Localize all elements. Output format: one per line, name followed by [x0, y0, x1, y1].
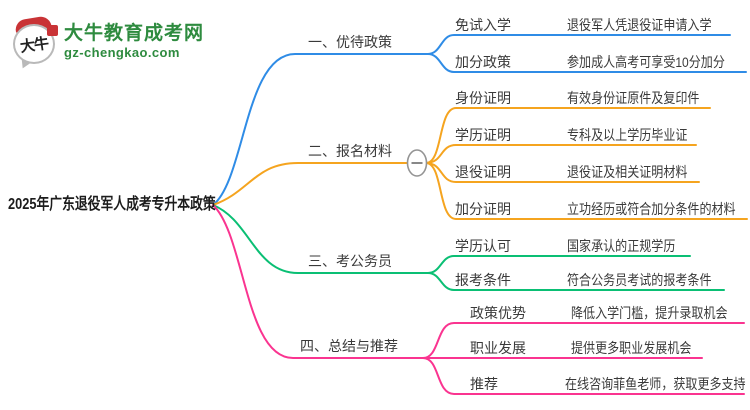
branch-2-connector: [212, 162, 408, 206]
leaf-value-node[interactable]: 专科及以上学历毕业证: [567, 126, 707, 144]
leaf-value-text: 退役军人凭退役证申请入学: [567, 17, 712, 33]
leaf-key-node[interactable]: 身份证明: [455, 90, 511, 106]
branch-4-child-3-connector: [422, 357, 745, 395]
leaf-key-node[interactable]: 退役证明: [455, 164, 511, 180]
branch-1-node[interactable]: 一、优待政策: [308, 34, 392, 50]
brand-domain: gz-chengkao.com: [64, 45, 180, 60]
branch-2-child-1-connector: [425, 107, 711, 164]
branch-2-child-2-connector: [425, 144, 697, 164]
logo-mark-text: 大牛: [19, 34, 50, 56]
root-node[interactable]: 2025年广东退役军人成考专升本政策: [8, 195, 268, 215]
leaf-key-node[interactable]: 免试入学: [455, 17, 511, 33]
branch-2-child-4-connector: [425, 162, 748, 220]
branch-1-child-2-connector: [427, 53, 747, 73]
branch-4-node[interactable]: 四、总结与推荐: [300, 338, 398, 354]
branch-3-node[interactable]: 三、考公务员: [308, 253, 392, 269]
leaf-value-text: 符合公务员考试的报考条件: [567, 272, 712, 288]
leaf-value-text: 退役证及相关证明材料: [567, 164, 688, 180]
leaf-value-text: 立功经历或符合加分条件的材料: [567, 201, 736, 217]
leaf-key-node[interactable]: 学历认可: [455, 238, 511, 254]
leaf-key-node[interactable]: 加分政策: [455, 54, 511, 70]
collapse-toggle[interactable]: [406, 149, 428, 177]
leaf-value-text: 国家承认的正规学历: [567, 238, 676, 254]
branch-3-connector: [212, 204, 429, 274]
logo-mark: 大牛: [12, 15, 58, 71]
root-node-label: 2025年广东退役军人成考专升本政策: [8, 196, 216, 213]
branch-4-child-1-connector: [422, 322, 745, 359]
leaf-value-node[interactable]: 降低入学门槛，提升录取机会: [571, 304, 750, 322]
branch-1-connector: [212, 53, 429, 206]
leaf-value-text: 提供更多职业发展机会: [571, 340, 692, 356]
leaf-value-text: 专科及以上学历毕业证: [567, 127, 688, 143]
logo-text: 大牛教育成考网 gz-chengkao.com: [64, 18, 204, 61]
leaf-value-text: 有效身份证原件及复印件: [567, 90, 700, 106]
leaf-key-node[interactable]: 加分证明: [455, 201, 511, 217]
leaf-key-node[interactable]: 报考条件: [455, 272, 511, 288]
brand-name: 大牛教育成考网: [64, 23, 205, 44]
leaf-value-node[interactable]: 立功经历或符合加分条件的材料: [567, 200, 750, 218]
leaf-key-node[interactable]: 职业发展: [470, 340, 526, 356]
branch-4-connector: [212, 204, 424, 359]
leaf-value-node[interactable]: 提供更多职业发展机会: [571, 339, 711, 357]
leaf-value-text: 在线咨询菲鱼老师，获取更多支持: [565, 376, 746, 392]
logo-seal-icon: [47, 25, 58, 36]
branch-1-child-1-connector: [427, 34, 731, 55]
leaf-value-node[interactable]: 有效身份证原件及复印件: [567, 89, 721, 107]
leaf-value-node[interactable]: 在线咨询菲鱼老师，获取更多支持: [565, 375, 750, 393]
leaf-key-node[interactable]: 政策优势: [470, 305, 526, 321]
leaf-value-node[interactable]: 参加成人高考可享受10分加分: [567, 53, 750, 71]
leaf-key-node[interactable]: 推荐: [470, 376, 498, 392]
branch-2-node[interactable]: 二、报名材料: [308, 143, 392, 159]
leaf-value-text: 降低入学门槛，提升录取机会: [571, 305, 728, 321]
leaf-key-node[interactable]: 学历证明: [455, 127, 511, 143]
leaf-value-text: 参加成人高考可享受10分加分: [567, 54, 725, 70]
branch-3-child-1-connector: [427, 255, 691, 274]
leaf-value-node[interactable]: 退役军人凭退役证申请入学: [567, 16, 735, 34]
leaf-value-node[interactable]: 退役证及相关证明材料: [567, 163, 707, 181]
leaf-value-node[interactable]: 国家承认的正规学历: [567, 237, 693, 255]
leaf-value-node[interactable]: 符合公务员考试的报考条件: [567, 271, 735, 289]
site-logo[interactable]: 大牛 大牛教育成考网 gz-chengkao.com: [12, 15, 204, 71]
branch-3-child-2-connector: [427, 272, 725, 291]
